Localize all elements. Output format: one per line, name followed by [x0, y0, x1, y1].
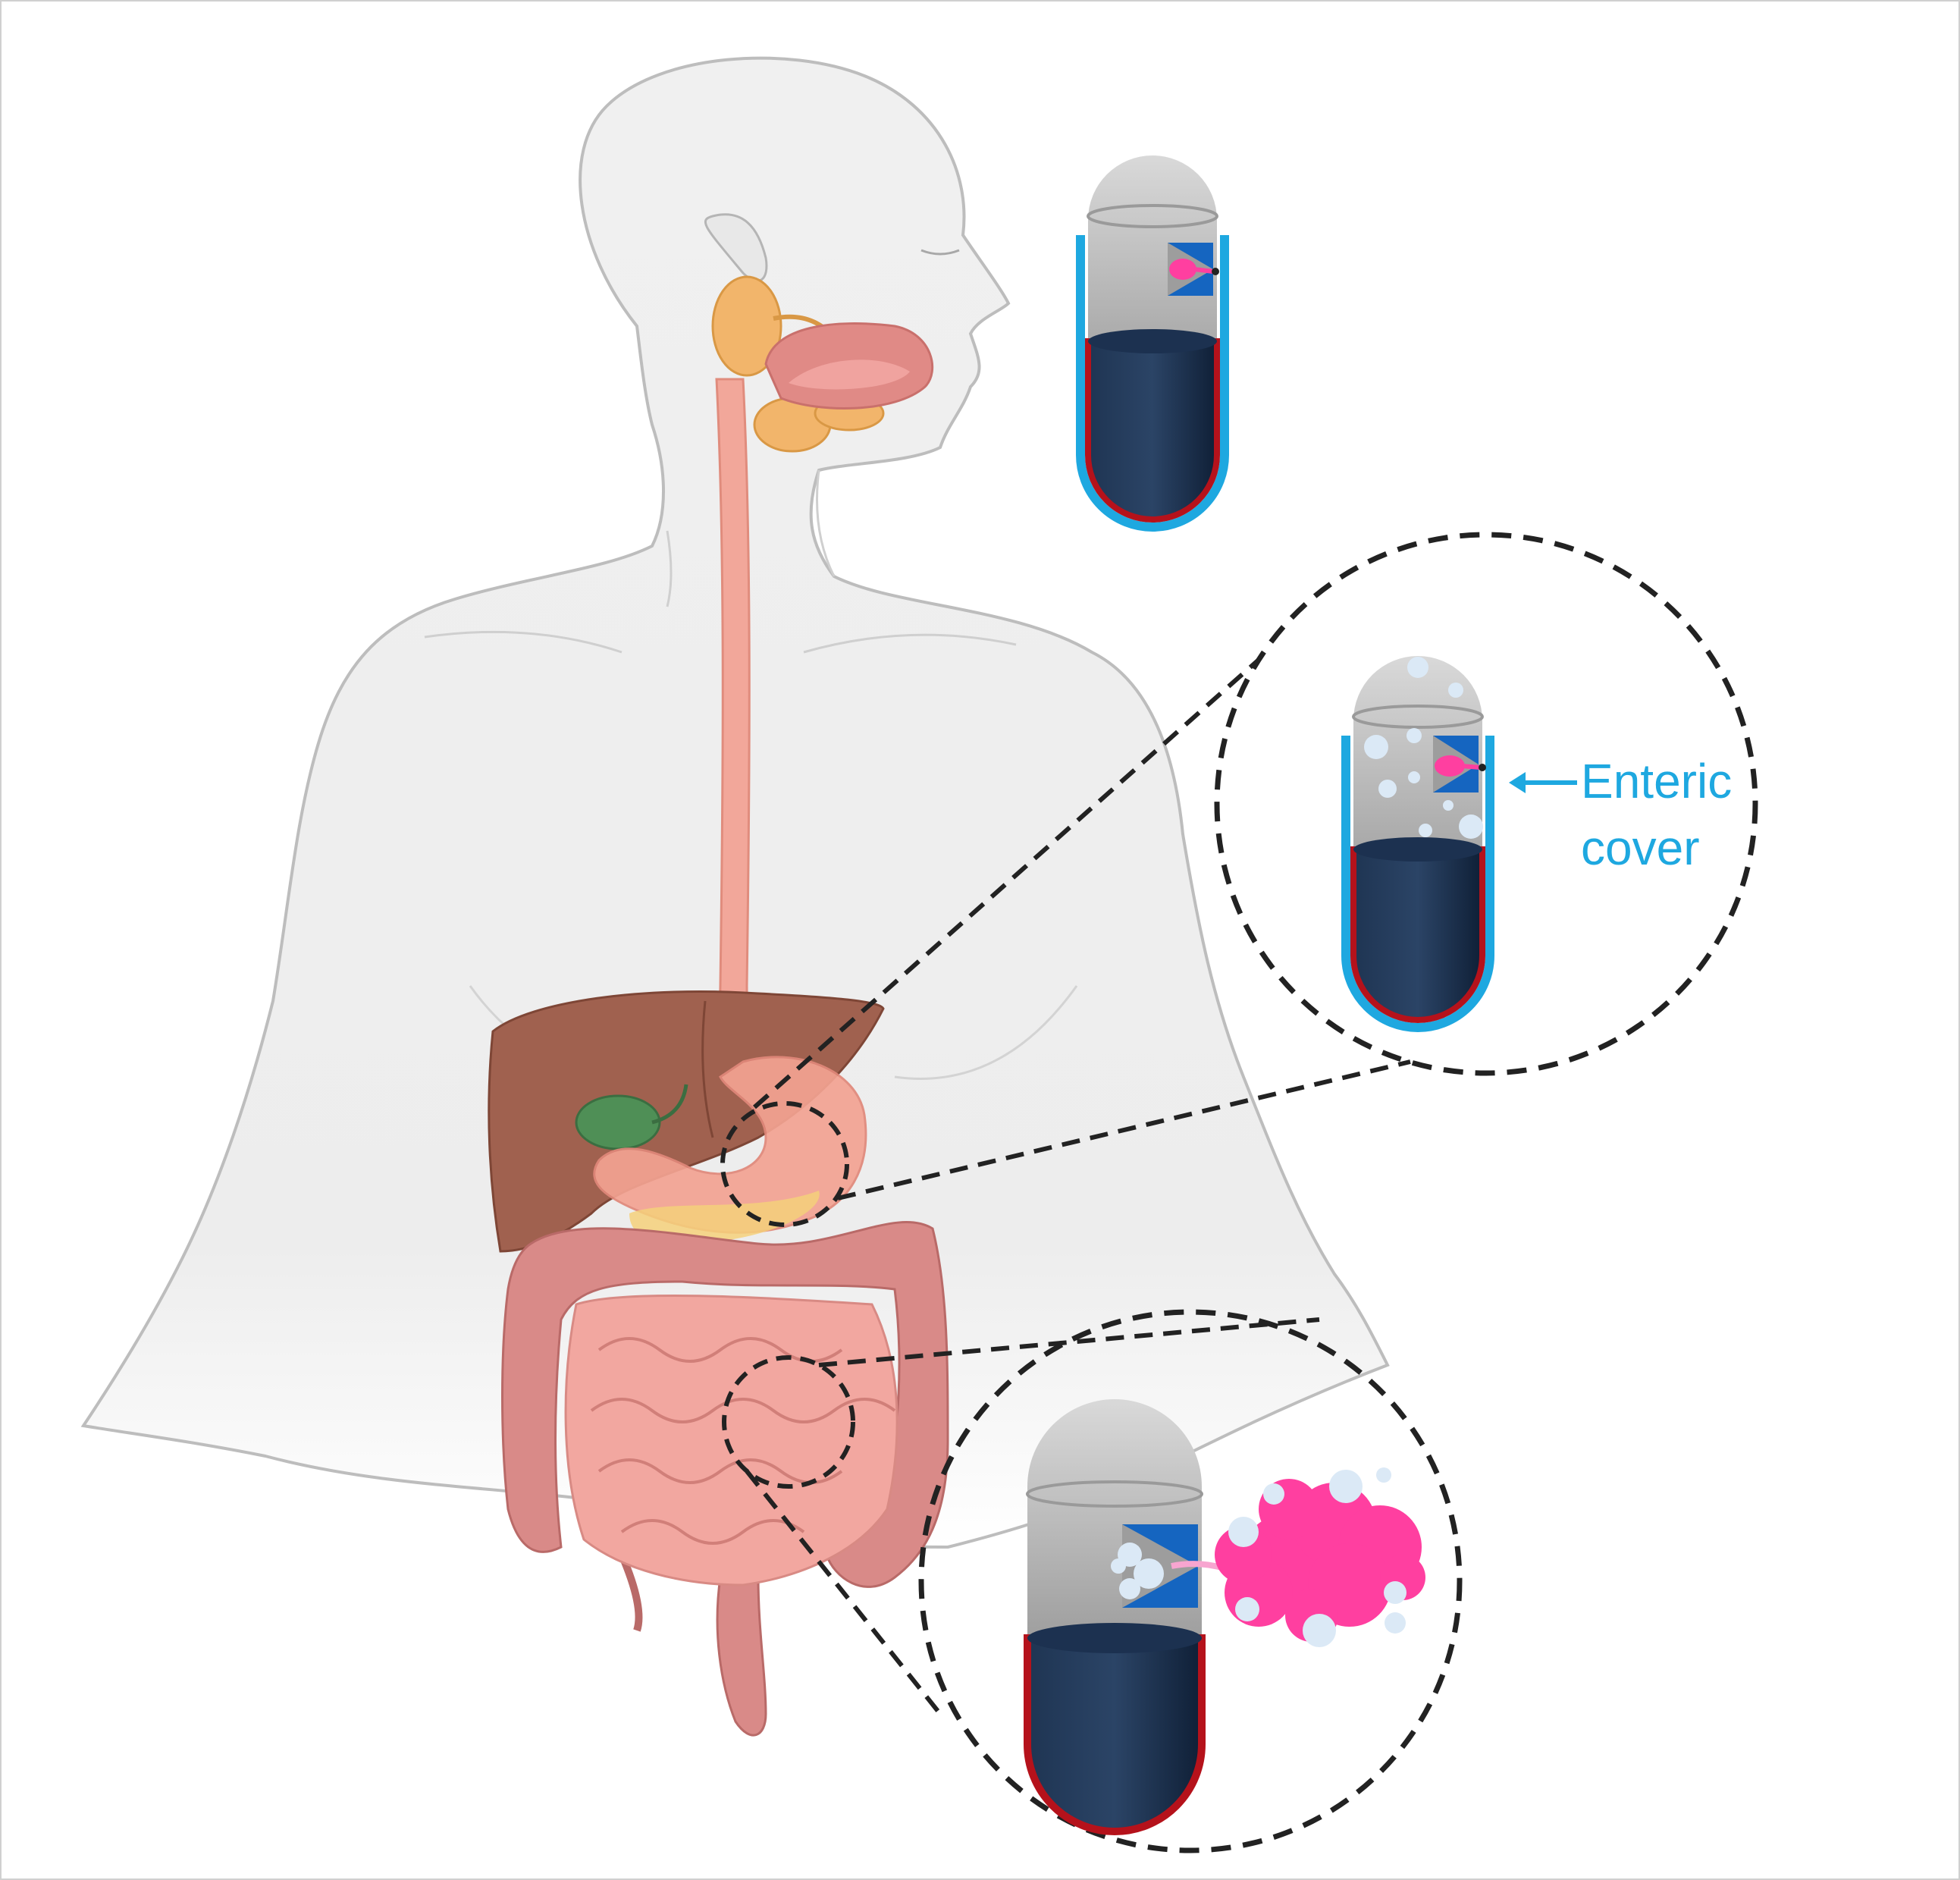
- capsule-intact: [1076, 155, 1229, 532]
- bubble-icon: [1228, 1517, 1259, 1547]
- neck-line-right: [816, 469, 836, 577]
- capsule-intestine: [1024, 1399, 1206, 1835]
- connector-intestine-upper: [818, 1317, 1320, 1367]
- connector-intestine-lower: [745, 1470, 942, 1715]
- small-intestine-mass: [564, 1294, 898, 1587]
- intestine-focus-circle: [722, 1355, 855, 1489]
- bubble-icon: [1378, 780, 1397, 798]
- enteric-cover-annotation: Enteric cover: [1509, 754, 1732, 875]
- cover-anchor-dot: [1479, 764, 1486, 771]
- intestine-zoom-circle: [918, 1309, 1463, 1853]
- rectum: [716, 1576, 767, 1737]
- payload-tail: [1193, 267, 1214, 274]
- intestine-coil-4: [620, 1519, 805, 1545]
- payload-icon: [1169, 259, 1196, 280]
- annotation-label-line2: cover: [1581, 821, 1700, 875]
- collarbone-right: [803, 633, 1017, 654]
- payload-icon: [1435, 755, 1465, 777]
- collarbone-left: [424, 630, 622, 654]
- released-payload: [1171, 1467, 1425, 1647]
- large-intestine: [501, 1221, 949, 1737]
- connector-stomach-upper: [753, 658, 1260, 1109]
- capsule-cap-rim: [1026, 1480, 1203, 1508]
- bubble-icon: [1384, 1581, 1406, 1604]
- eye: [920, 249, 960, 256]
- bubble-icon: [1443, 800, 1454, 811]
- bile-duct: [651, 1084, 688, 1125]
- bubble-icon: [1119, 1578, 1140, 1599]
- capsule-body-top: [1353, 837, 1482, 862]
- capsule-cap-rim: [1087, 204, 1218, 228]
- appendix: [618, 1553, 643, 1632]
- bubble-icon: [1407, 657, 1428, 678]
- bubble-icon: [1303, 1614, 1336, 1647]
- bubble-icon: [1459, 814, 1483, 839]
- intestine-coil-1: [597, 1337, 843, 1363]
- parotid-gland: [711, 275, 782, 377]
- bubble-icon: [1329, 1470, 1363, 1503]
- enteric-coating-outline: [1076, 235, 1229, 532]
- capsule-stomach: [1341, 656, 1494, 1032]
- stomach-focus-circle: [720, 1101, 849, 1227]
- ear: [704, 213, 768, 282]
- connector-stomach-lower: [837, 1059, 1411, 1201]
- salivary-glands: [711, 275, 885, 453]
- annotation-arrow-head: [1509, 772, 1526, 793]
- bubble-icon: [1448, 683, 1463, 698]
- annotation-label-line1: Enteric: [1581, 754, 1732, 808]
- bubble-icon: [1408, 771, 1420, 783]
- bubble-icon: [1419, 824, 1432, 837]
- small-intestine: [564, 1294, 898, 1587]
- bubble-icon: [1134, 1558, 1164, 1589]
- bubble-icon: [1364, 735, 1388, 759]
- liver-fissure: [701, 1000, 714, 1138]
- stomach-zoom-circle: [1214, 532, 1758, 1076]
- intestine-coil-2: [590, 1398, 896, 1423]
- capsule-body-top: [1088, 329, 1217, 353]
- cover-anchor-dot: [1212, 268, 1219, 275]
- bubble-icon: [1385, 1612, 1406, 1634]
- capsule-body: [1024, 1634, 1206, 1835]
- chest-right: [894, 985, 1078, 1080]
- capsule-body: [1085, 338, 1220, 523]
- bubble-icon: [1263, 1483, 1284, 1505]
- tongue: [789, 359, 910, 390]
- stomach: [593, 1056, 867, 1234]
- gallbladder: [575, 1094, 661, 1150]
- capsule-body: [1350, 846, 1485, 1023]
- bubble-icon: [1235, 1597, 1259, 1621]
- bubble-icon: [1376, 1467, 1391, 1483]
- bubble-icon: [1111, 1558, 1126, 1574]
- neck-line-left: [666, 530, 673, 607]
- capsule-body-top: [1027, 1623, 1202, 1653]
- pancreas: [629, 1191, 820, 1244]
- capsule-cap-rim: [1352, 705, 1484, 729]
- intestine-coil-3: [597, 1458, 843, 1484]
- payload-tail: [1461, 764, 1481, 770]
- bubble-icon: [1406, 728, 1422, 743]
- oral-cavity: [764, 322, 934, 410]
- enteric-coating-outline: [1341, 736, 1494, 1032]
- payload-cloud-lobe: [1215, 1526, 1272, 1583]
